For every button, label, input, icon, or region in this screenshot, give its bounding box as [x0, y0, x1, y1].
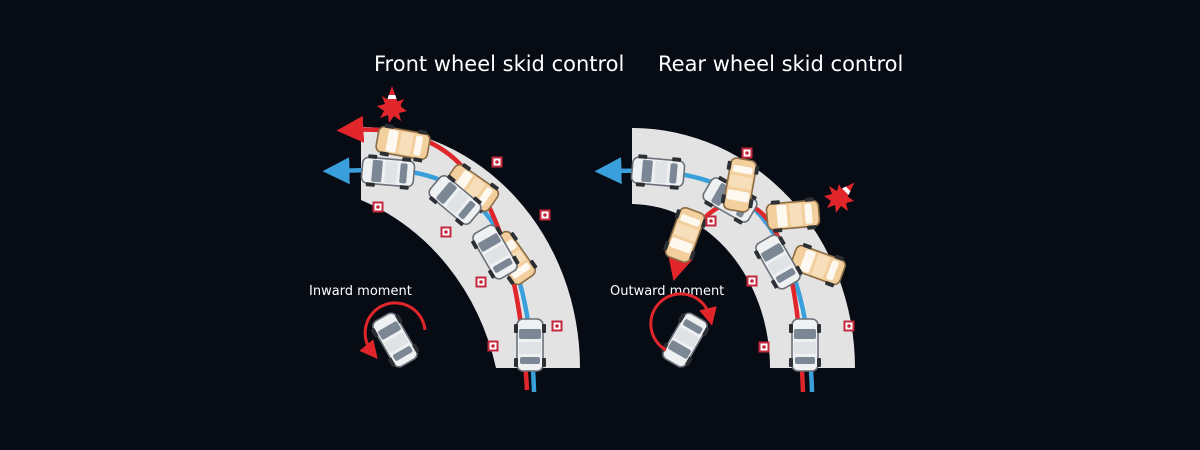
- car-icon: [764, 195, 822, 235]
- outward-moment-label: Outward moment: [610, 284, 725, 299]
- car-icon: [359, 152, 417, 192]
- road-marker-icon: [843, 320, 855, 332]
- rotation-arrow-icon: [359, 301, 427, 359]
- curved-road: [632, 128, 855, 368]
- road-marker-icon: [372, 201, 384, 213]
- traffic-cone-icon: [383, 86, 401, 108]
- road-marker-icon: [491, 156, 503, 168]
- road-marker-icon: [741, 147, 753, 159]
- road-marker-icon: [746, 275, 758, 287]
- car-icon: [660, 204, 710, 266]
- front-wheel-title: Front wheel skid control: [374, 52, 625, 76]
- road-marker-icon: [487, 340, 499, 352]
- rear-skid-panel: [594, 128, 861, 393]
- rear-wheel-title: Rear wheel skid control: [658, 52, 904, 76]
- front-skid-panel: [322, 86, 580, 393]
- car-icon: [513, 318, 547, 372]
- car-icon: [629, 152, 687, 192]
- car-icon: [788, 318, 822, 372]
- road-marker-icon: [758, 341, 770, 353]
- rotation-arrow-icon: [649, 292, 717, 352]
- car-icon: [657, 308, 713, 372]
- road-marker-icon: [539, 209, 551, 221]
- inward-moment-label: Inward moment: [309, 284, 412, 299]
- road-marker-icon: [551, 320, 563, 332]
- road-marker-icon: [475, 276, 487, 288]
- road-marker-icon: [705, 215, 717, 227]
- road-marker-icon: [440, 226, 452, 238]
- car-icon: [367, 308, 423, 372]
